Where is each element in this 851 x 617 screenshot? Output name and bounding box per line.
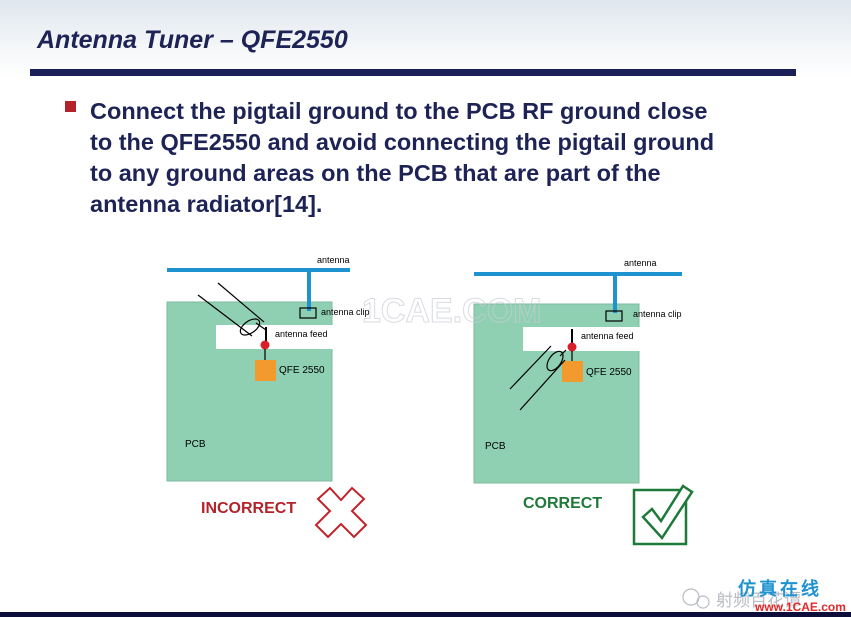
cross-icon <box>314 486 368 539</box>
feed-dot <box>567 342 577 352</box>
antenna-post <box>613 275 617 313</box>
qfe-chip <box>255 360 276 381</box>
pigtail-shield <box>239 318 261 336</box>
bullet-text: Connect the pigtail ground to the PCB RF… <box>90 96 800 220</box>
feed-dot <box>260 340 270 350</box>
antenna-bar <box>474 272 682 276</box>
verdict-correct: CORRECT <box>523 495 602 512</box>
pigtail-cable <box>217 282 265 323</box>
brand-watermark-top: 仿真在线 <box>738 578 822 599</box>
wechat-icon <box>696 595 710 609</box>
label-antenna: antenna <box>317 255 350 265</box>
pigtail-ground <box>255 322 267 331</box>
wechat-watermark: 射频百花谭 <box>682 588 801 610</box>
footer-line <box>0 612 851 617</box>
antenna-clip <box>299 307 317 319</box>
slide-title: Antenna Tuner – QFE2550 <box>37 26 348 54</box>
label-antenna-clip: antenna clip <box>633 309 682 319</box>
incorrect-diagram: antenna antenna clip antenna feed QFE 25… <box>166 255 370 539</box>
wechat-name: 射频百花谭 <box>716 591 801 610</box>
correct-diagram: antenna antenna clip antenna feed QFE 25… <box>473 258 694 546</box>
header-background <box>0 0 851 80</box>
checkmark-icon <box>641 484 694 541</box>
label-chip: QFE 2550 <box>586 367 632 378</box>
bullet-square-icon <box>65 101 76 112</box>
bullet-line: antenna radiator[14]. <box>90 191 323 217</box>
verdict-incorrect: INCORRECT <box>201 500 296 517</box>
label-antenna-feed: antenna feed <box>581 331 634 341</box>
antenna-bar <box>167 268 350 272</box>
bullet-line: Connect the pigtail ground to the PCB RF… <box>90 98 708 124</box>
label-pcb: PCB <box>485 441 506 452</box>
pigtail-shield <box>546 350 564 372</box>
bullet-line: to the QFE2550 and avoid connecting the … <box>90 129 715 155</box>
label-chip: QFE 2550 <box>279 365 325 376</box>
label-antenna-clip: antenna clip <box>321 307 370 317</box>
pigtail-cable <box>197 294 253 337</box>
feed-slot <box>523 327 673 351</box>
label-antenna: antenna <box>624 258 657 268</box>
brand-watermark-bottom: www.1CAE.com <box>754 600 846 614</box>
watermark-center: 1CAE.COM <box>362 292 541 330</box>
antenna-clip <box>605 310 623 322</box>
pigtail-cable <box>519 359 566 411</box>
label-antenna-feed: antenna feed <box>275 329 328 339</box>
title-underline <box>30 69 796 76</box>
qfe-chip <box>562 361 583 382</box>
label-pcb: PCB <box>185 439 206 450</box>
antenna-post <box>307 271 311 311</box>
pigtail-ground <box>559 349 567 357</box>
pigtail-cable <box>509 345 552 390</box>
bullet-line: to any ground areas on the PCB that are … <box>90 160 661 186</box>
